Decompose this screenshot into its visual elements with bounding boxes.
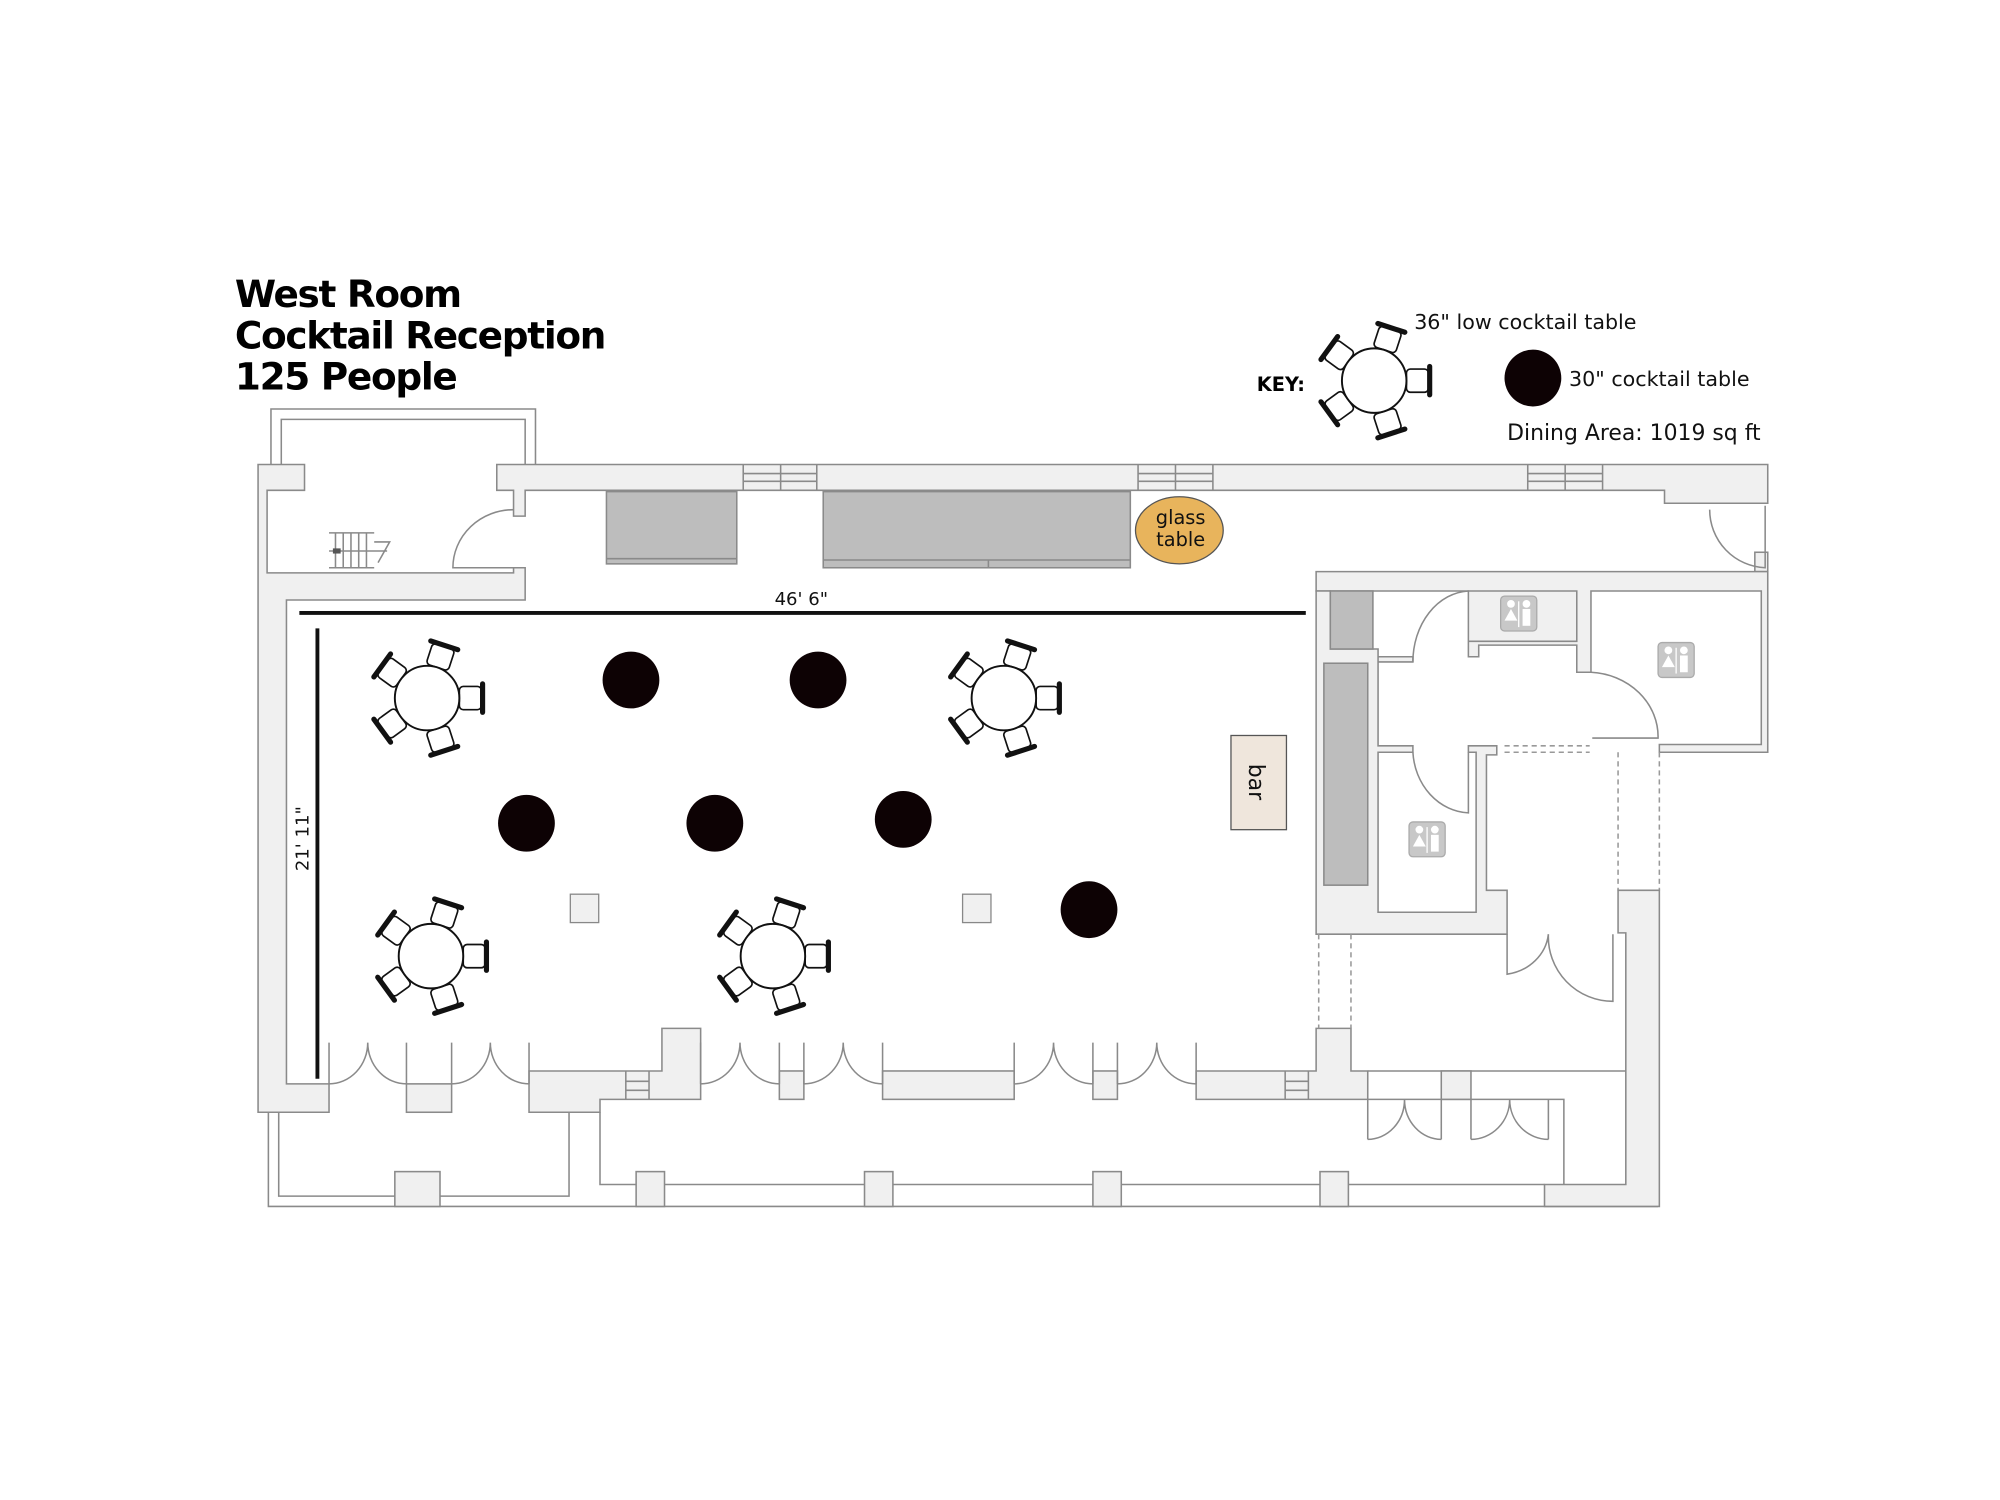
key-low-table-icon: [1318, 320, 1433, 441]
restroom-icon: [1499, 595, 1538, 632]
table-top: [393, 664, 461, 732]
key-label: KEY:: [1257, 373, 1305, 396]
chair: [375, 966, 411, 1003]
table-top: [1340, 347, 1408, 414]
key-cocktail-table-icon: [1504, 349, 1562, 407]
restroom-icon: [1408, 821, 1446, 858]
doors: [328, 1042, 1550, 1141]
table-top: [970, 664, 1038, 732]
chair: [1035, 681, 1062, 715]
column: [569, 893, 600, 924]
plan-title: West Room Cocktail Reception 125 People: [235, 272, 607, 399]
cocktail-table[interactable]: [602, 651, 660, 709]
low-tables: [371, 638, 1062, 1016]
bar[interactable]: bar: [1230, 734, 1288, 831]
legend: KEY: 36" low cocktail table 30" cocktail…: [1257, 310, 1761, 446]
key-low-table-label: 36" low cocktail table: [1414, 310, 1636, 334]
dimension-width: 46' 6": [299, 589, 1306, 615]
key-cocktail-table-label: 30" cocktail table: [1569, 367, 1750, 391]
glass-table[interactable]: glass table: [1134, 496, 1224, 565]
cocktail-table[interactable]: [1060, 881, 1118, 939]
title-room: West Room: [235, 272, 461, 316]
low-cocktail-table[interactable]: [375, 896, 490, 1016]
cocktail-table[interactable]: [789, 651, 847, 709]
cocktail-table[interactable]: [498, 794, 555, 852]
chair: [1318, 390, 1355, 428]
double-door[interactable]: [1116, 1042, 1197, 1085]
dimension-depth: 21' 11": [292, 628, 320, 1079]
depth-label: 21' 11": [292, 806, 313, 871]
table-top: [397, 922, 465, 990]
title-event: Cocktail Reception: [235, 313, 605, 357]
chair: [717, 966, 753, 1003]
table-top: [739, 922, 807, 990]
double-door[interactable]: [1470, 1099, 1550, 1141]
stair-icon: [329, 532, 392, 569]
cocktail-table[interactable]: [686, 794, 744, 852]
chair: [375, 909, 411, 946]
double-door[interactable]: [699, 1042, 781, 1085]
chair: [771, 983, 807, 1016]
dining-area-label: Dining Area: 1019 sq ft: [1507, 421, 1761, 446]
column: [961, 893, 992, 924]
counter: [605, 490, 738, 565]
chair: [1373, 407, 1408, 441]
chair: [458, 681, 486, 715]
double-door[interactable]: [1366, 1099, 1443, 1141]
chair: [1405, 363, 1433, 398]
double-door[interactable]: [450, 1042, 530, 1085]
low-cocktail-table[interactable]: [1318, 320, 1433, 441]
chair: [371, 651, 408, 688]
chair: [1002, 638, 1038, 671]
low-cocktail-table[interactable]: [371, 638, 486, 758]
chair: [1318, 333, 1355, 371]
width-label: 46' 6": [775, 589, 828, 610]
bar-label: bar: [1243, 764, 1268, 801]
chair: [717, 909, 753, 946]
walls: [257, 408, 1769, 1208]
chair: [804, 939, 831, 973]
glass-table-label-1: glass: [1156, 506, 1206, 529]
restroom-icons: [1408, 595, 1695, 858]
double-door[interactable]: [328, 1042, 408, 1085]
low-cocktail-table[interactable]: [717, 896, 831, 1016]
restroom-icon: [1657, 641, 1695, 679]
double-door[interactable]: [803, 1042, 884, 1085]
glass-table-label-2: table: [1156, 528, 1205, 551]
chair: [462, 939, 490, 973]
low-cocktail-table[interactable]: [948, 638, 1062, 758]
counter: [822, 490, 1132, 569]
chair: [430, 983, 465, 1016]
title-capacity: 125 People: [235, 355, 457, 399]
chair: [430, 896, 465, 929]
windows: [742, 464, 1604, 491]
chair: [948, 651, 984, 688]
double-door[interactable]: [1013, 1042, 1094, 1085]
cocktail-tables: [498, 651, 1118, 939]
cocktail-table[interactable]: [874, 790, 932, 848]
